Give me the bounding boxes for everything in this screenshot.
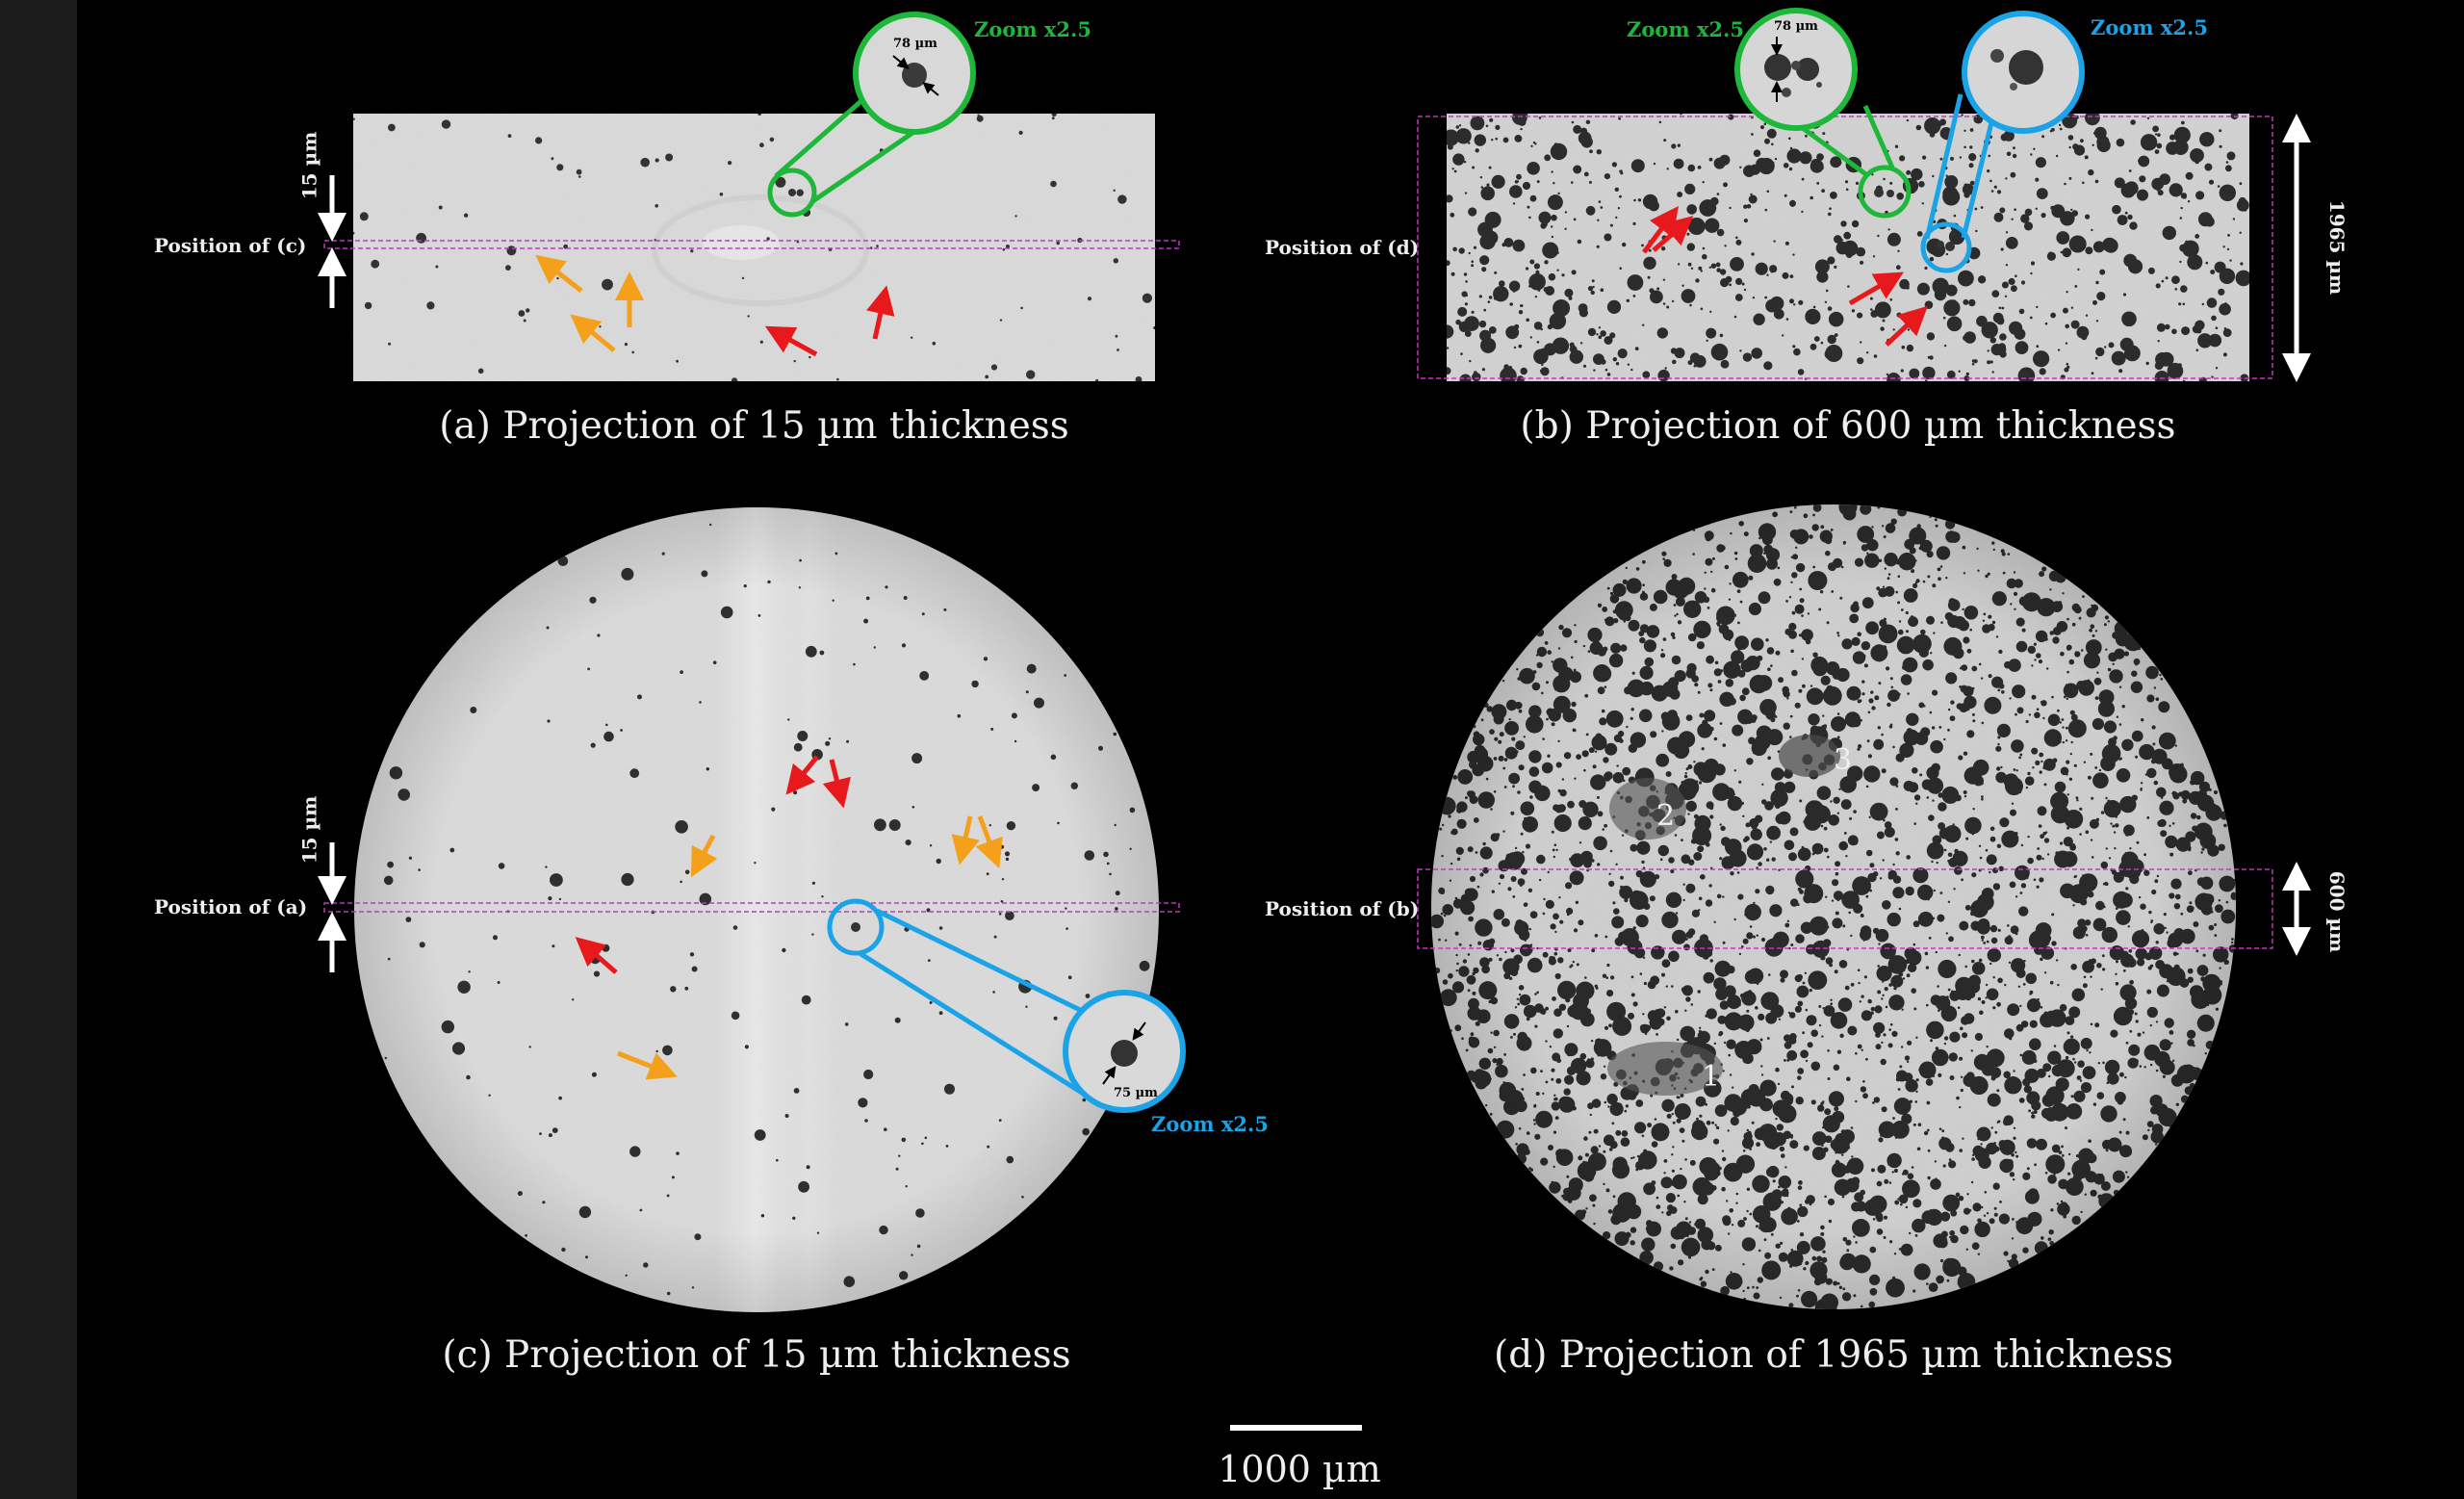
panel-b-thickness-label: 1965 µm: [2325, 199, 2348, 296]
panel-a-zoom-label: Zoom x2.5: [974, 17, 1091, 41]
red-arrow-icon: [1885, 305, 1928, 347]
orange-arrow-icon: [617, 1050, 678, 1080]
scale-bar: [1230, 1425, 1362, 1431]
region-label-3: 3: [1834, 743, 1852, 777]
panel-d-position-label: Position of (b): [1265, 897, 1420, 920]
panel-b-blue-zoom-label: Zoom x2.5: [2091, 15, 2208, 39]
panel-b-position-band: [1417, 116, 2273, 379]
panel-b-caption: (b) Projection of 600 µm thickness: [1520, 404, 2176, 448]
panel-a-position-band: [323, 240, 1180, 249]
orange-arrow-icon: [951, 815, 980, 866]
panel-a-thickness-label: 15 µm: [297, 131, 321, 200]
panel-b-zoom-measure: 78 µm: [1774, 19, 1818, 34]
panel-c-caption: (c) Projection of 15 µm thickness: [442, 1333, 1071, 1377]
panel-a-position-label: Position of (c): [154, 234, 307, 257]
panel-a-caption: (a) Projection of 15 µm thickness: [439, 404, 1069, 448]
red-arrow-icon: [785, 755, 819, 795]
panel-a-zoom-measure: 78 µm: [893, 37, 937, 51]
orange-arrow-icon: [570, 314, 616, 352]
scale-bar-label: 1000 µm: [1218, 1448, 1381, 1490]
panel-c-zoom-label: Zoom x2.5: [1151, 1112, 1269, 1136]
red-arrow-icon: [1848, 271, 1904, 306]
red-arrow-icon: [866, 285, 895, 340]
panel-c-zoom-measure: 75 µm: [1114, 1086, 1158, 1100]
panel-b-position-label: Position of (d): [1265, 236, 1420, 259]
panel-a-zoom-source: [767, 168, 817, 218]
red-arrow-icon: [575, 937, 618, 974]
red-arrow-icon: [822, 759, 851, 809]
panel-c-zoom-source: [827, 898, 885, 956]
panel-b-green-zoom-label: Zoom x2.5: [1627, 17, 1744, 41]
panel-b: [1417, 8, 2311, 382]
panel-c-position-label: Position of (a): [154, 895, 308, 918]
panel-d-caption: (d) Projection of 1965 µm thickness: [1494, 1333, 2173, 1377]
panel-c: [318, 507, 1186, 1312]
left-edge-strip: [0, 0, 77, 1499]
panel-b-green-zoom-source: [1858, 165, 1912, 219]
panel-d: 1 2 3: [1417, 504, 2311, 1309]
panel-c-position-band: [323, 902, 1180, 913]
panel-c-thickness-label: 15 µm: [297, 795, 321, 865]
orange-arrow-icon: [690, 834, 718, 878]
panel-d-position-band: [1417, 868, 2273, 949]
panel-d-thickness-label: 600 µm: [2325, 870, 2348, 953]
red-arrow-icon: [1652, 216, 1694, 252]
panel-a: [318, 12, 1180, 381]
panel-b-blue-zoom-source: [1920, 221, 1972, 273]
region-label-2: 2: [1656, 799, 1675, 833]
orange-arrow-icon: [975, 815, 1003, 869]
orange-arrow-icon: [535, 254, 583, 293]
red-arrow-icon: [764, 325, 818, 357]
region-label-1: 1: [1702, 1060, 1720, 1094]
